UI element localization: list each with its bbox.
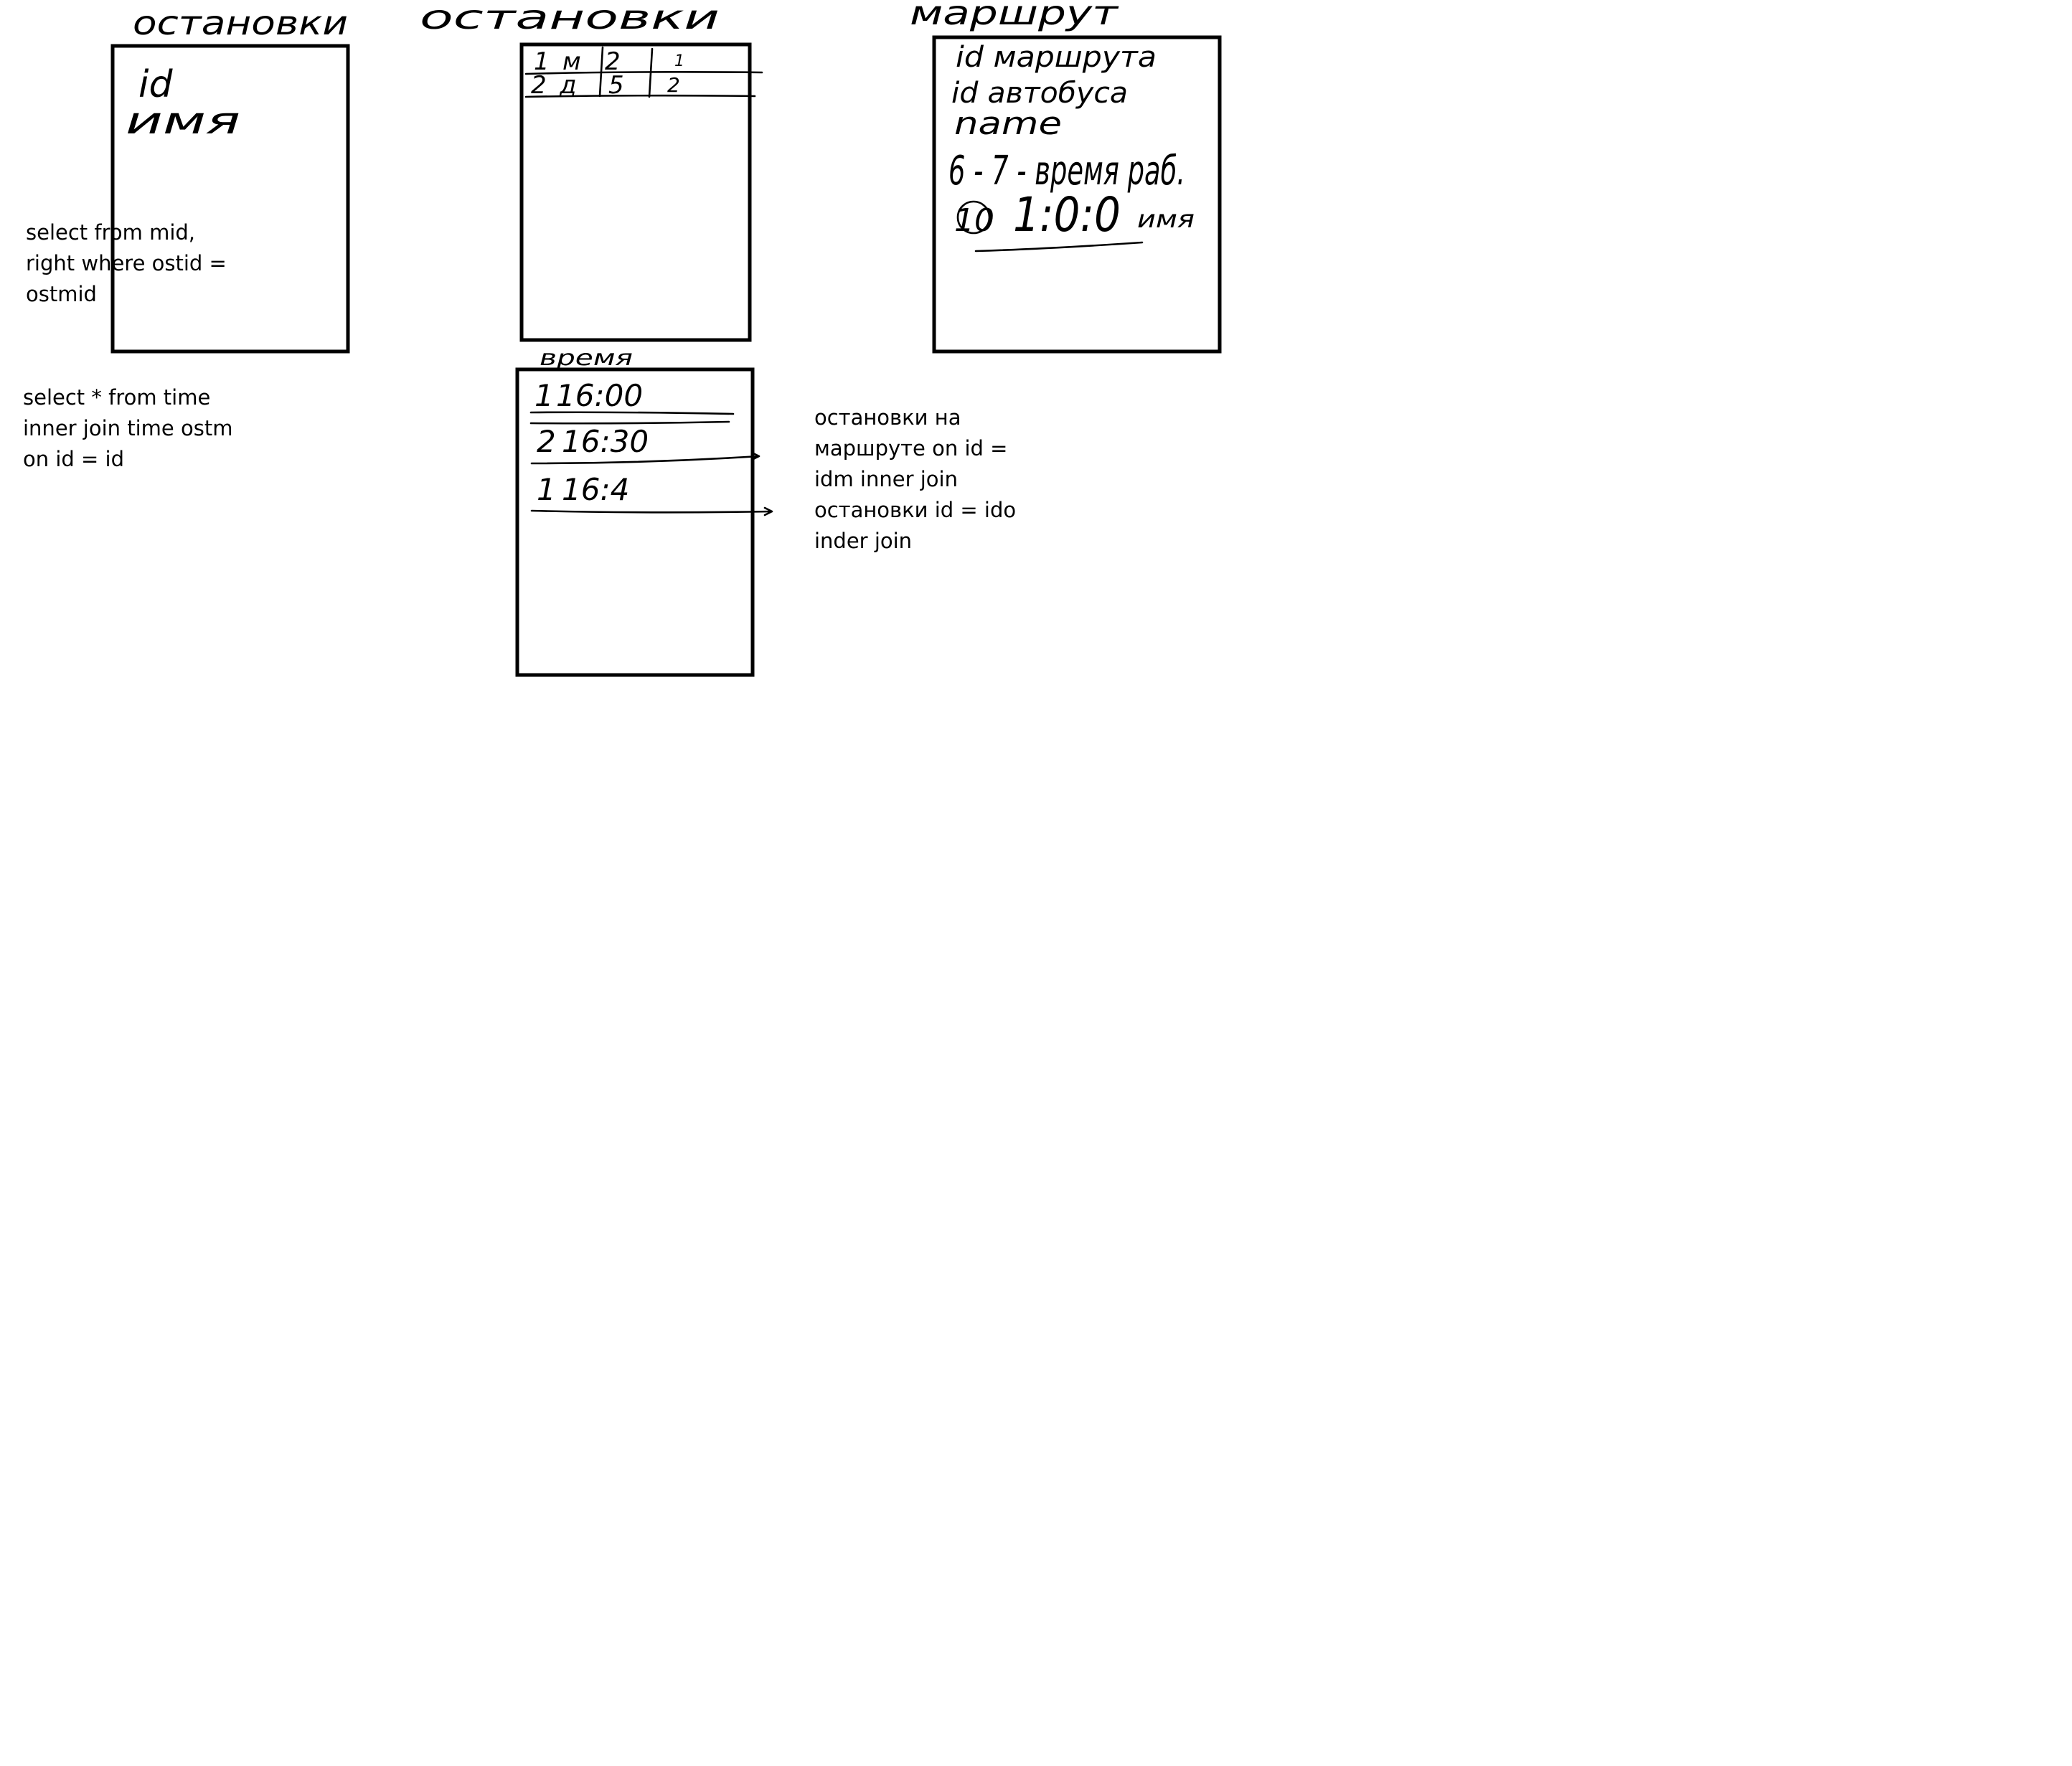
time-table-title: время — [540, 346, 633, 371]
stops-b-row2-col4: 2 — [667, 73, 680, 97]
route-table-title: маршрут — [910, 0, 1119, 32]
sql-note-line: on id = id — [23, 447, 125, 471]
route-example-row-2-time: 1:0:0 — [1013, 187, 1121, 242]
sql-note-line: idm inner join — [814, 467, 958, 491]
sql-note-left-bottom: select * from time inner join time ostm … — [23, 382, 232, 475]
stops-field-id: id — [138, 63, 173, 106]
stops-b-row1-col1: 1 — [534, 47, 550, 76]
route-example-underline — [974, 241, 1144, 252]
stops-b-row1-col2: м — [562, 47, 581, 76]
time-row3-arrow — [530, 506, 773, 516]
stops-table-b-frame — [519, 42, 752, 342]
stops-b-row2-col3: 5 — [608, 71, 624, 100]
sql-note-right: остановки на маршруте on id = idm inner … — [814, 402, 1016, 557]
sql-note-line: inner join time ostm — [23, 416, 233, 440]
stops-table-a-title: остановки — [133, 4, 348, 42]
sql-note-line: ostmid — [26, 282, 97, 306]
sql-note-line: остановки id = ido — [814, 498, 1017, 522]
stops-b-column-divider — [598, 46, 654, 98]
route-field-name: name — [954, 105, 1062, 142]
route-example-row-1: 6 - 7 - время раб. — [948, 148, 1185, 194]
sql-note-line: select from mid, — [26, 220, 196, 245]
time-row1-rule — [529, 411, 735, 415]
route-field-id: id маршрута — [956, 41, 1157, 74]
sql-note-line: маршруте on id = — [814, 436, 1008, 461]
time-row1-value: 16:00 — [556, 378, 643, 413]
stops-table-b-title: остановки — [420, 0, 720, 37]
stops-b-row1-col4: 1 — [674, 52, 684, 70]
stops-b-row1-rule — [524, 71, 763, 75]
route-table-frame — [932, 35, 1222, 354]
stops-table-b: остановки 1 м 2 1 2 д 5 2 — [420, 0, 763, 342]
time-table-frame — [515, 367, 755, 677]
sql-note-line: select * from time — [23, 385, 211, 410]
time-table: время 1 16:00 2 16:30 1 16:4 — [515, 346, 773, 677]
stops-table-a: остановки id имя — [110, 4, 350, 354]
route-example-row-2-suffix: имя — [1137, 205, 1195, 234]
stops-b-row2-col1: 2 — [531, 71, 547, 100]
sql-note-line: inder join — [814, 529, 913, 553]
route-field-bus-id: id автобуса — [951, 77, 1128, 110]
time-row1-id: 1 — [535, 378, 554, 413]
time-row1-rule-lower — [529, 420, 730, 425]
sql-note-line: right where ostid = — [26, 251, 227, 275]
route-example-circle — [956, 200, 991, 235]
time-row2-arrow — [530, 451, 760, 465]
stops-b-row1-col3: 2 — [605, 47, 621, 76]
route-table: маршрут id маршрута id автобуса name 6 -… — [910, 0, 1222, 354]
stops-field-name: имя — [126, 100, 240, 143]
stops-b-row2-col2: д — [559, 71, 577, 100]
time-row2-id: 2 — [537, 424, 556, 459]
stops-b-row2-rule — [524, 94, 756, 98]
time-row2-value: 16:30 — [562, 424, 649, 459]
time-row3-value: 16:4 — [562, 472, 629, 507]
time-row3-id: 1 — [537, 472, 556, 507]
sql-note-left-top: select from mid, right where ostid = ost… — [26, 217, 227, 310]
stops-table-a-frame — [110, 44, 350, 354]
sql-note-line: остановки на — [814, 405, 961, 430]
